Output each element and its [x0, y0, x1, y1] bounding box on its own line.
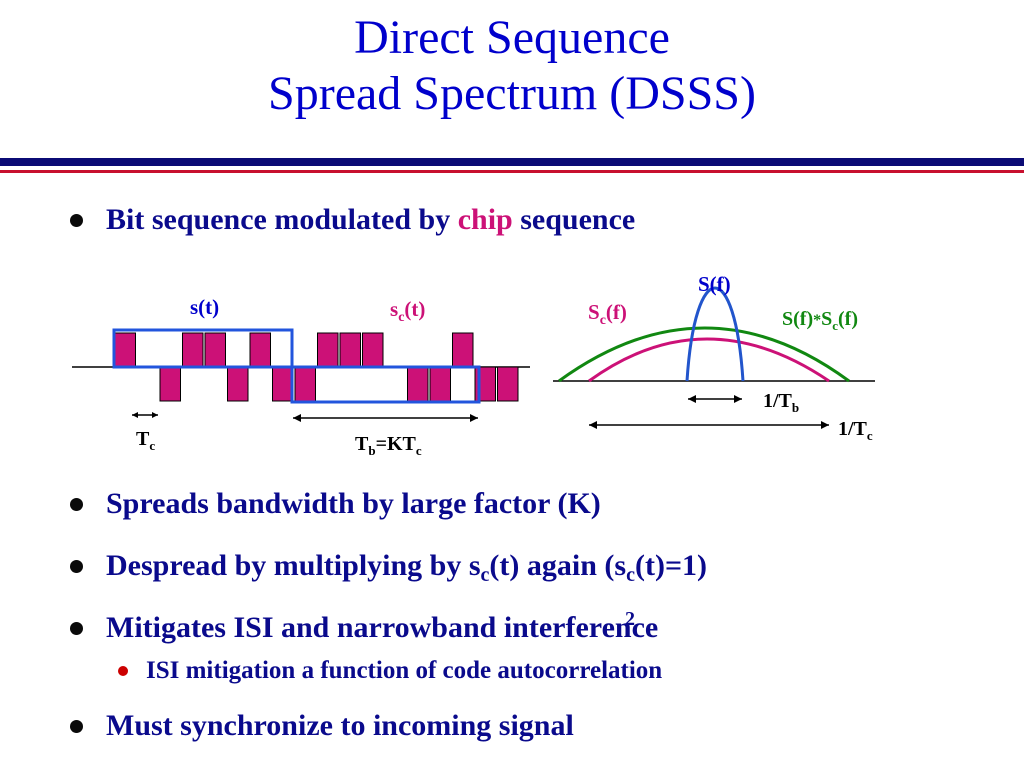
sub-bullet-1-text: ISI mitigation a function of code autoco…	[146, 657, 663, 684]
sc-spectrum-curve	[588, 337, 830, 383]
chip-5	[204, 332, 226, 368]
chip-9	[294, 366, 316, 402]
chip-4	[182, 332, 204, 368]
bit-pulse-negative	[290, 365, 481, 404]
bullet-dot	[70, 214, 83, 227]
scf-label: Sc(f)	[588, 300, 627, 328]
chip-1	[114, 332, 136, 368]
conv-spectrum-curve	[558, 326, 850, 383]
chip-6	[227, 366, 249, 402]
title-line-2: Spread Spectrum (DSSS)	[268, 67, 756, 120]
tc-label: Tc	[136, 428, 155, 453]
chip-highlight: chip	[457, 203, 513, 236]
s-spectrum-curve	[685, 286, 745, 382]
chip-14	[407, 366, 429, 402]
tb-label: Tb=KTc	[355, 433, 422, 458]
chip-3	[159, 366, 181, 402]
bullet-dot	[70, 622, 83, 635]
chip-16	[452, 332, 474, 368]
tc-freq-label: 1/Tc	[838, 418, 873, 443]
time-domain-diagram: s(t) sc(t) Tc Tb=KTc	[72, 295, 530, 458]
bullet-1-post: sequence	[512, 203, 636, 236]
chip-11	[339, 332, 361, 368]
sf-label: S(f)	[698, 272, 731, 296]
bullet-dot	[70, 720, 83, 733]
bullet-2-text: Spreads bandwidth by large factor (K)	[106, 487, 601, 520]
title-divider-red	[0, 170, 1024, 173]
bullet-5-text: Must synchronize to incoming signal	[106, 709, 574, 742]
bit-pulse-positive	[112, 328, 294, 369]
st-label: s(t)	[190, 295, 219, 319]
tb-freq-label: 1/Tb	[763, 390, 799, 415]
sub-bullet-dot	[118, 666, 128, 676]
title-line-1: Direct Sequence	[354, 11, 670, 64]
bullet-1-pre: Bit sequence modulated by	[106, 203, 458, 236]
title-divider-blue	[0, 158, 1024, 166]
chip-10	[317, 332, 339, 368]
sct-label: sc(t)	[390, 297, 425, 325]
bullet-1-text: Bit sequence modulated by chip sequence	[106, 202, 635, 238]
conv-label: S(f)*Sc(f)	[782, 308, 858, 333]
bullet-dot	[70, 560, 83, 573]
chip-15	[429, 366, 451, 402]
bullet-4-text: Mitigates ISI and narrowband interferenc…	[106, 611, 659, 644]
page-title: Direct Sequence Spread Spectrum (DSSS)	[0, 10, 1024, 122]
chip-12	[362, 332, 384, 368]
chip-8	[272, 366, 294, 402]
chip-7	[249, 332, 271, 368]
bullet-3-text: Despread by multiplying by sc(t) again (…	[106, 549, 708, 630]
frequency-domain-diagram: S(f) Sc(f) S(f)*Sc(f) 1/Tb 1/Tc	[553, 272, 875, 443]
chip-18	[497, 366, 519, 402]
bullet-dot	[70, 498, 83, 511]
chip-sequence	[114, 332, 519, 402]
